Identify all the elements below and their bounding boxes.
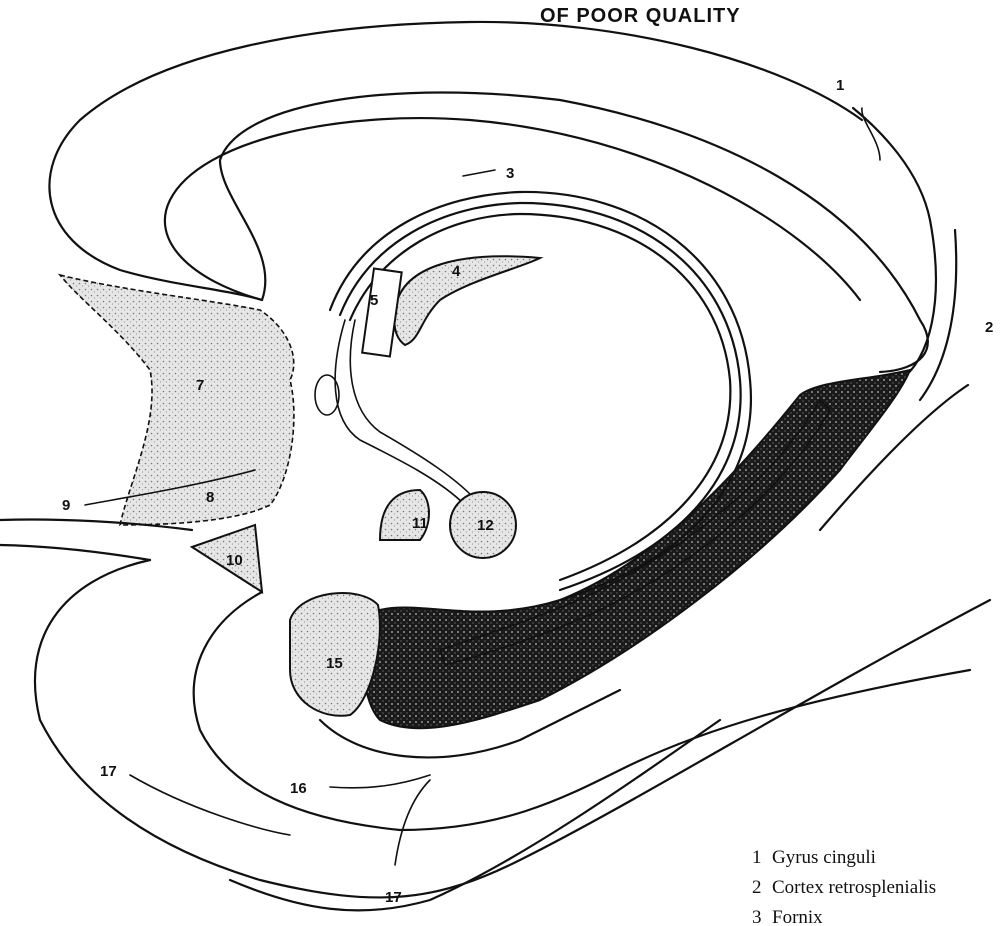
label-17b: 17 xyxy=(385,889,402,906)
label-11: 11 xyxy=(412,515,428,532)
leader-line-17a xyxy=(130,775,290,835)
leader-line-3 xyxy=(463,170,495,176)
label-4: 4 xyxy=(452,263,461,280)
label-15: 15 xyxy=(326,655,343,672)
leader-line-16 xyxy=(330,775,430,788)
leader-line-1 xyxy=(862,108,880,160)
label-5: 5 xyxy=(370,292,378,309)
legend: 1 Gyrus cinguli 2 Cortex retrosplenialis… xyxy=(752,847,936,926)
structure-5-rect xyxy=(362,268,402,356)
temporal-outline-4 xyxy=(230,720,720,910)
structure-4-crescent xyxy=(394,256,540,345)
cingulate-inner-outline xyxy=(165,118,860,300)
label-8: 8 xyxy=(206,489,214,506)
label-7: 7 xyxy=(196,377,204,394)
label-3: 3 xyxy=(506,165,514,182)
label-12: 12 xyxy=(477,517,494,534)
legend-name-1: Gyrus cinguli xyxy=(772,847,876,868)
fornix-column-1 xyxy=(335,320,465,505)
label-2: 2 xyxy=(985,319,993,336)
legend-number-1: 1 xyxy=(752,847,762,868)
label-1: 1 xyxy=(836,77,844,94)
header-quality-text: OF POOR QUALITY xyxy=(540,5,741,27)
legend-number-3: 3 xyxy=(752,907,762,926)
leader-line-17b xyxy=(395,780,430,865)
sulcus-line-3 xyxy=(920,230,956,400)
legend-number-2: 2 xyxy=(752,877,762,898)
brainstem-outline-1 xyxy=(0,519,192,560)
label-17a: 17 xyxy=(100,763,117,780)
label-9: 9 xyxy=(62,497,70,514)
hippocampus-dark-band xyxy=(363,370,910,728)
legend-name-2: Cortex retrosplenialis xyxy=(772,877,936,898)
label-10: 10 xyxy=(226,552,243,569)
label-16: 16 xyxy=(290,780,307,797)
legend-name-3: Fornix xyxy=(772,907,823,926)
